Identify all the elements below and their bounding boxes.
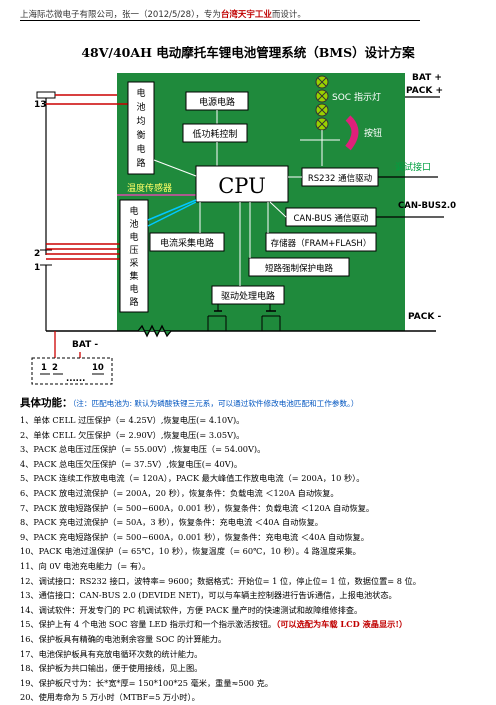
drive-circuit-box — [211, 285, 285, 305]
bottom-connector-box — [31, 357, 113, 385]
feature-item: 7、PACK 放电短路保护（= 500~600A，0.001 秒），恢复条件：负… — [20, 502, 375, 513]
voltage-circuit-char: 电 — [129, 231, 138, 243]
balance-circuit-char: 电 — [136, 143, 145, 155]
drive-circuit-label: 驱动处理电路 — [221, 290, 275, 302]
features-title: 具体功能： — [20, 397, 73, 409]
feature-item: 11、向 0V 电池充电能力（= 有）。 — [20, 560, 151, 571]
feature-item: 5、PACK 连续工作放电电流（= 120A），PACK 最大峰值工作放电电流（… — [20, 473, 365, 484]
feature-item: 15、保护上有 4 个电池 SOC 容量 LED 指示灯和一个指示激活按钮。（可… — [20, 617, 490, 632]
feature-item: 20、使用寿命为 5 万小时（MTBF=5 万小时）。 — [20, 692, 200, 703]
wire-voltage-cpu-2 — [147, 201, 197, 227]
balance-circuit-box — [127, 81, 155, 175]
rs232-label: RS232 通信驱动 — [308, 173, 373, 184]
button-label: 按钮 — [364, 127, 382, 139]
wire-voltage-cpu-1 — [147, 199, 197, 221]
feature-item: 9、PACK 充电短路保护（= 500~600A，0.001 秒），恢复条件：充… — [20, 531, 369, 542]
low-power-box — [182, 123, 248, 143]
voltage-circuit-box — [119, 199, 149, 313]
voltage-circuit-char: 压 — [129, 245, 138, 256]
wire-balance-cpu — [153, 159, 197, 177]
bottom-connector-2: 2 — [52, 363, 58, 373]
balance-circuit-char: 衡 — [136, 129, 145, 141]
feature-item: 12、调试接口：RS232 接口，波特率= 9600；数据格式：开始位= 1 位… — [20, 575, 421, 586]
feature-item: 2、单体 CELL 欠压保护（= 2.90V）,恢复电压(= 3.05V)。 — [20, 429, 245, 440]
shunt-resistor-icon — [137, 324, 172, 338]
canbus-port-label: CAN-BUS2.0 — [398, 201, 456, 211]
feature-item: 17、电池保护板具有充放电循环次数的统计能力。 — [20, 648, 203, 659]
cpu-label: CPU — [218, 174, 266, 198]
feature-item: 14、调试软件：开发专门的 PC 机调试软件，方便 PACK 量产时的快速测试和… — [20, 604, 363, 615]
discharge-fet-icon — [261, 304, 281, 331]
header-text-post: 而设计。 — [271, 10, 306, 20]
feature-item: 10、PACK 电池过温保护（= 65℃，10 秒），恢复温度（= 60℃，10… — [20, 546, 361, 557]
button-icon — [345, 115, 359, 151]
cell-1-label: 1 — [34, 263, 40, 273]
soc-led-group — [315, 75, 329, 131]
bottom-connector-dots: ...... — [66, 374, 85, 384]
storage-label: 存储器（FRAM+FLASH） — [271, 238, 372, 249]
feature-item: 8、PACK 充电过流保护（= 50A，3 秒），恢复条件：充电电流 ＜40A … — [20, 517, 323, 528]
voltage-circuit-char: 池 — [129, 218, 138, 230]
voltage-circuit-char: 电 — [129, 205, 138, 217]
short-protect-box — [248, 257, 350, 277]
feature-item: 13、通信接口：CAN-BUS 2.0 (DEVIDE NET)，可以与车辆主控… — [20, 590, 397, 601]
cell-13-label: 13 — [34, 100, 47, 110]
voltage-circuit-char: 集 — [129, 270, 138, 282]
header-highlight: 台湾天宇工业 — [220, 10, 272, 20]
feature-item: 6、PACK 放电过流保护（= 200A，20 秒），恢复条件：负载电流 ＜12… — [20, 487, 339, 498]
header-divider — [20, 20, 420, 21]
features-note: （注：匹配电池为: 默认为磷酸铁锂三元系，可以通过软件修改电池匹配和工作参数。） — [72, 399, 359, 408]
feature-item-text: 15、保护上有 4 个电池 SOC 容量 LED 指示灯和一个指示激活按钮。 — [20, 619, 277, 630]
balance-circuit-char: 路 — [136, 157, 145, 169]
bat-minus-label: BAT - — [72, 340, 98, 350]
cell-13-plate — [36, 91, 56, 99]
feature-item: 18、保护板为共口输出，便于使用接线，见上图。 — [20, 663, 203, 674]
current-sample-box — [149, 232, 225, 252]
feature-item-highlight: （可以选配为车载 LCD 液晶显示!） — [276, 619, 408, 630]
pack-plus-label: PACK + — [406, 86, 443, 96]
features-heading: 具体功能：（注：匹配电池为: 默认为磷酸铁锂三元系，可以通过软件修改电池匹配和工… — [20, 395, 358, 410]
cpu-box — [195, 165, 289, 203]
discharge-fet-label: 放电用 FET — [256, 347, 300, 358]
current-sample-label: 电流采集电路 — [160, 237, 214, 249]
feature-item: 4、PACK 总电压欠压保护（= 37.5V）,恢复电压(= 40V)。 — [20, 458, 243, 469]
storage-box — [265, 232, 377, 252]
header-note: 上海际芯微电子有限公司，张一（2012/5/28），专为台湾天宇工业而设计。 — [20, 8, 306, 20]
balance-circuit-char: 电 — [136, 87, 145, 99]
bottom-connector-1: 1 — [41, 363, 47, 373]
pack-minus-label: PACK - — [408, 312, 441, 322]
feature-item: 19、保护板尺寸为：长*宽*厚= 150*100*25 毫米，重量≈500 克。 — [20, 677, 273, 688]
bms-block-diagram: 电 池 均 衡 电 路 温度传感器 电 池 电 压 采 集 电 路 电源电路 低… — [31, 73, 456, 385]
balance-circuit-char: 均 — [136, 115, 145, 127]
bat-plus-label: BAT + — [412, 73, 442, 83]
header-text-pre: 上海际芯微电子有限公司，张一（2012/5/28），专为 — [20, 10, 221, 20]
canbus-label: CAN-BUS 通信驱动 — [293, 213, 369, 224]
power-circuit-label: 电源电路 — [199, 96, 235, 108]
feature-item: 3、PACK 总电压过压保护（= 55.00V）,恢复电压（= 54.00V)。 — [20, 444, 266, 455]
short-protect-label: 短路强制保护电路 — [265, 263, 334, 274]
temp-sensor-label: 温度传感器 — [127, 182, 172, 194]
soc-light-label: SOC 指示灯 — [332, 91, 381, 103]
bottom-connector-10: 10 — [92, 363, 104, 373]
low-power-label: 低功耗控制 — [192, 128, 237, 140]
wire-cpu-canbus — [269, 201, 287, 218]
feature-item: 1、单体 CELL 过压保护（= 4.25V）,恢复电压(= 4.10V)。 — [20, 415, 245, 425]
feature-list: 1、单体 CELL 过压保护（= 4.25V）,恢复电压(= 4.10V)。 2… — [20, 413, 490, 705]
cell-2-label: 2 — [34, 249, 40, 259]
page-title: 48V/40AH 电动摩托车锂电池管理系统（BMS）设计方案 — [81, 45, 415, 60]
voltage-circuit-char: 采 — [129, 258, 138, 269]
debug-port-label: 调试接口 — [395, 161, 431, 173]
voltage-circuit-char: 路 — [129, 296, 138, 308]
charge-fet-label: 充电用 FET — [198, 347, 242, 358]
feature-item: 16、保护板具有精确的电池剩余容量 SOC 的计算能力。 — [20, 633, 227, 644]
charge-fet-icon — [207, 304, 227, 331]
voltage-circuit-char: 电 — [129, 283, 138, 295]
balance-circuit-char: 池 — [136, 101, 145, 113]
